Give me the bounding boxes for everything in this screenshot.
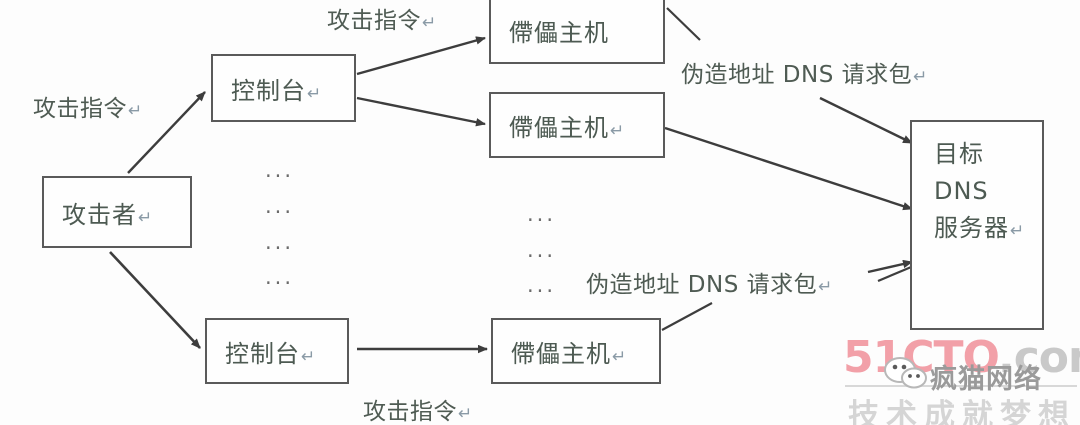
edge-attacker-to-console-bottom: [109, 251, 201, 349]
node-console-top-label: 控制台↵: [231, 76, 323, 105]
node-zombie-2-label: 僀儡主机↵: [509, 113, 626, 142]
target-line-2: DNS: [934, 177, 989, 206]
pilcrow-icon: ↵: [610, 120, 626, 141]
watermark-com: .com: [997, 332, 1080, 383]
node-target-dns-server[interactable]: 目标 DNS 服务器↵: [910, 120, 1044, 330]
edge-dns-request-top: [819, 96, 913, 145]
edge-label-dns-request-top: 伪造地址 DNS 请求包↵: [681, 62, 928, 88]
ellipsis-console-1: ...: [265, 158, 295, 182]
target-line-3: 服务器: [934, 214, 1009, 243]
pilcrow-icon: ↵: [818, 277, 833, 297]
pilcrow-icon: ↵: [301, 346, 317, 367]
node-attacker[interactable]: 攻击者↵: [42, 176, 192, 248]
edge-label-attack-command-left: 攻击指令↵: [33, 96, 143, 122]
node-console-bottom-label: 控制台↵: [225, 339, 317, 368]
node-zombie-1-label: 僀儡主机: [509, 18, 609, 47]
leader-zombie-1-label: [666, 7, 701, 41]
edge-zombie-2-to-target: [664, 126, 913, 211]
ellipsis-console-4: ...: [265, 265, 295, 289]
pilcrow-icon: ↵: [307, 83, 323, 104]
watermark-brand: 疯猫网络: [930, 364, 1042, 395]
pilcrow-icon: ↵: [128, 101, 143, 121]
ellipsis-console-3: ...: [265, 230, 295, 254]
node-zombie-3[interactable]: 僀儡主机↵: [491, 318, 661, 384]
pilcrow-icon: ↵: [1010, 221, 1026, 242]
wechat-icon: [884, 357, 927, 389]
pilcrow-icon: ↵: [458, 404, 473, 424]
ellipsis-zombie-3: ...: [527, 273, 557, 297]
node-target-dns-server-label: 目标 DNS 服务器↵: [912, 122, 1025, 248]
edge-dns-request-bottom-arrow: [867, 259, 913, 274]
edge-label-attack-command-top: 攻击指令↵: [327, 8, 437, 34]
edge-label-attack-command-bottom: 攻击指令↵: [363, 399, 473, 425]
pilcrow-icon: ↵: [422, 13, 437, 33]
leader-zombie-3-label: [661, 302, 713, 331]
watermark-slogan: 技术成就梦想: [848, 398, 1076, 425]
pilcrow-icon: ↵: [612, 346, 628, 367]
ellipsis-zombie-2: ...: [527, 238, 557, 262]
target-line-1: 目标: [934, 140, 984, 168]
node-console-top[interactable]: 控制台↵: [211, 54, 356, 122]
ellipsis-zombie-1: ...: [527, 202, 557, 226]
edge-label-dns-request-bottom: 伪造地址 DNS 请求包↵: [586, 272, 833, 298]
node-zombie-1[interactable]: 僀儡主机: [489, 0, 665, 64]
node-zombie-3-label: 僀儡主机↵: [511, 339, 628, 368]
ellipsis-console-2: ...: [265, 194, 295, 218]
pilcrow-icon: ↵: [913, 67, 928, 87]
edge-console-top-to-zombie-1: [356, 36, 486, 76]
pilcrow-icon: ↵: [138, 207, 154, 228]
node-console-bottom[interactable]: 控制台↵: [205, 318, 349, 384]
node-zombie-2[interactable]: 僀儡主机↵: [489, 92, 665, 158]
watermark-divider: [845, 385, 1077, 387]
node-attacker-label: 攻击者↵: [62, 200, 154, 229]
edge-console-top-to-zombie-2: [356, 96, 486, 127]
